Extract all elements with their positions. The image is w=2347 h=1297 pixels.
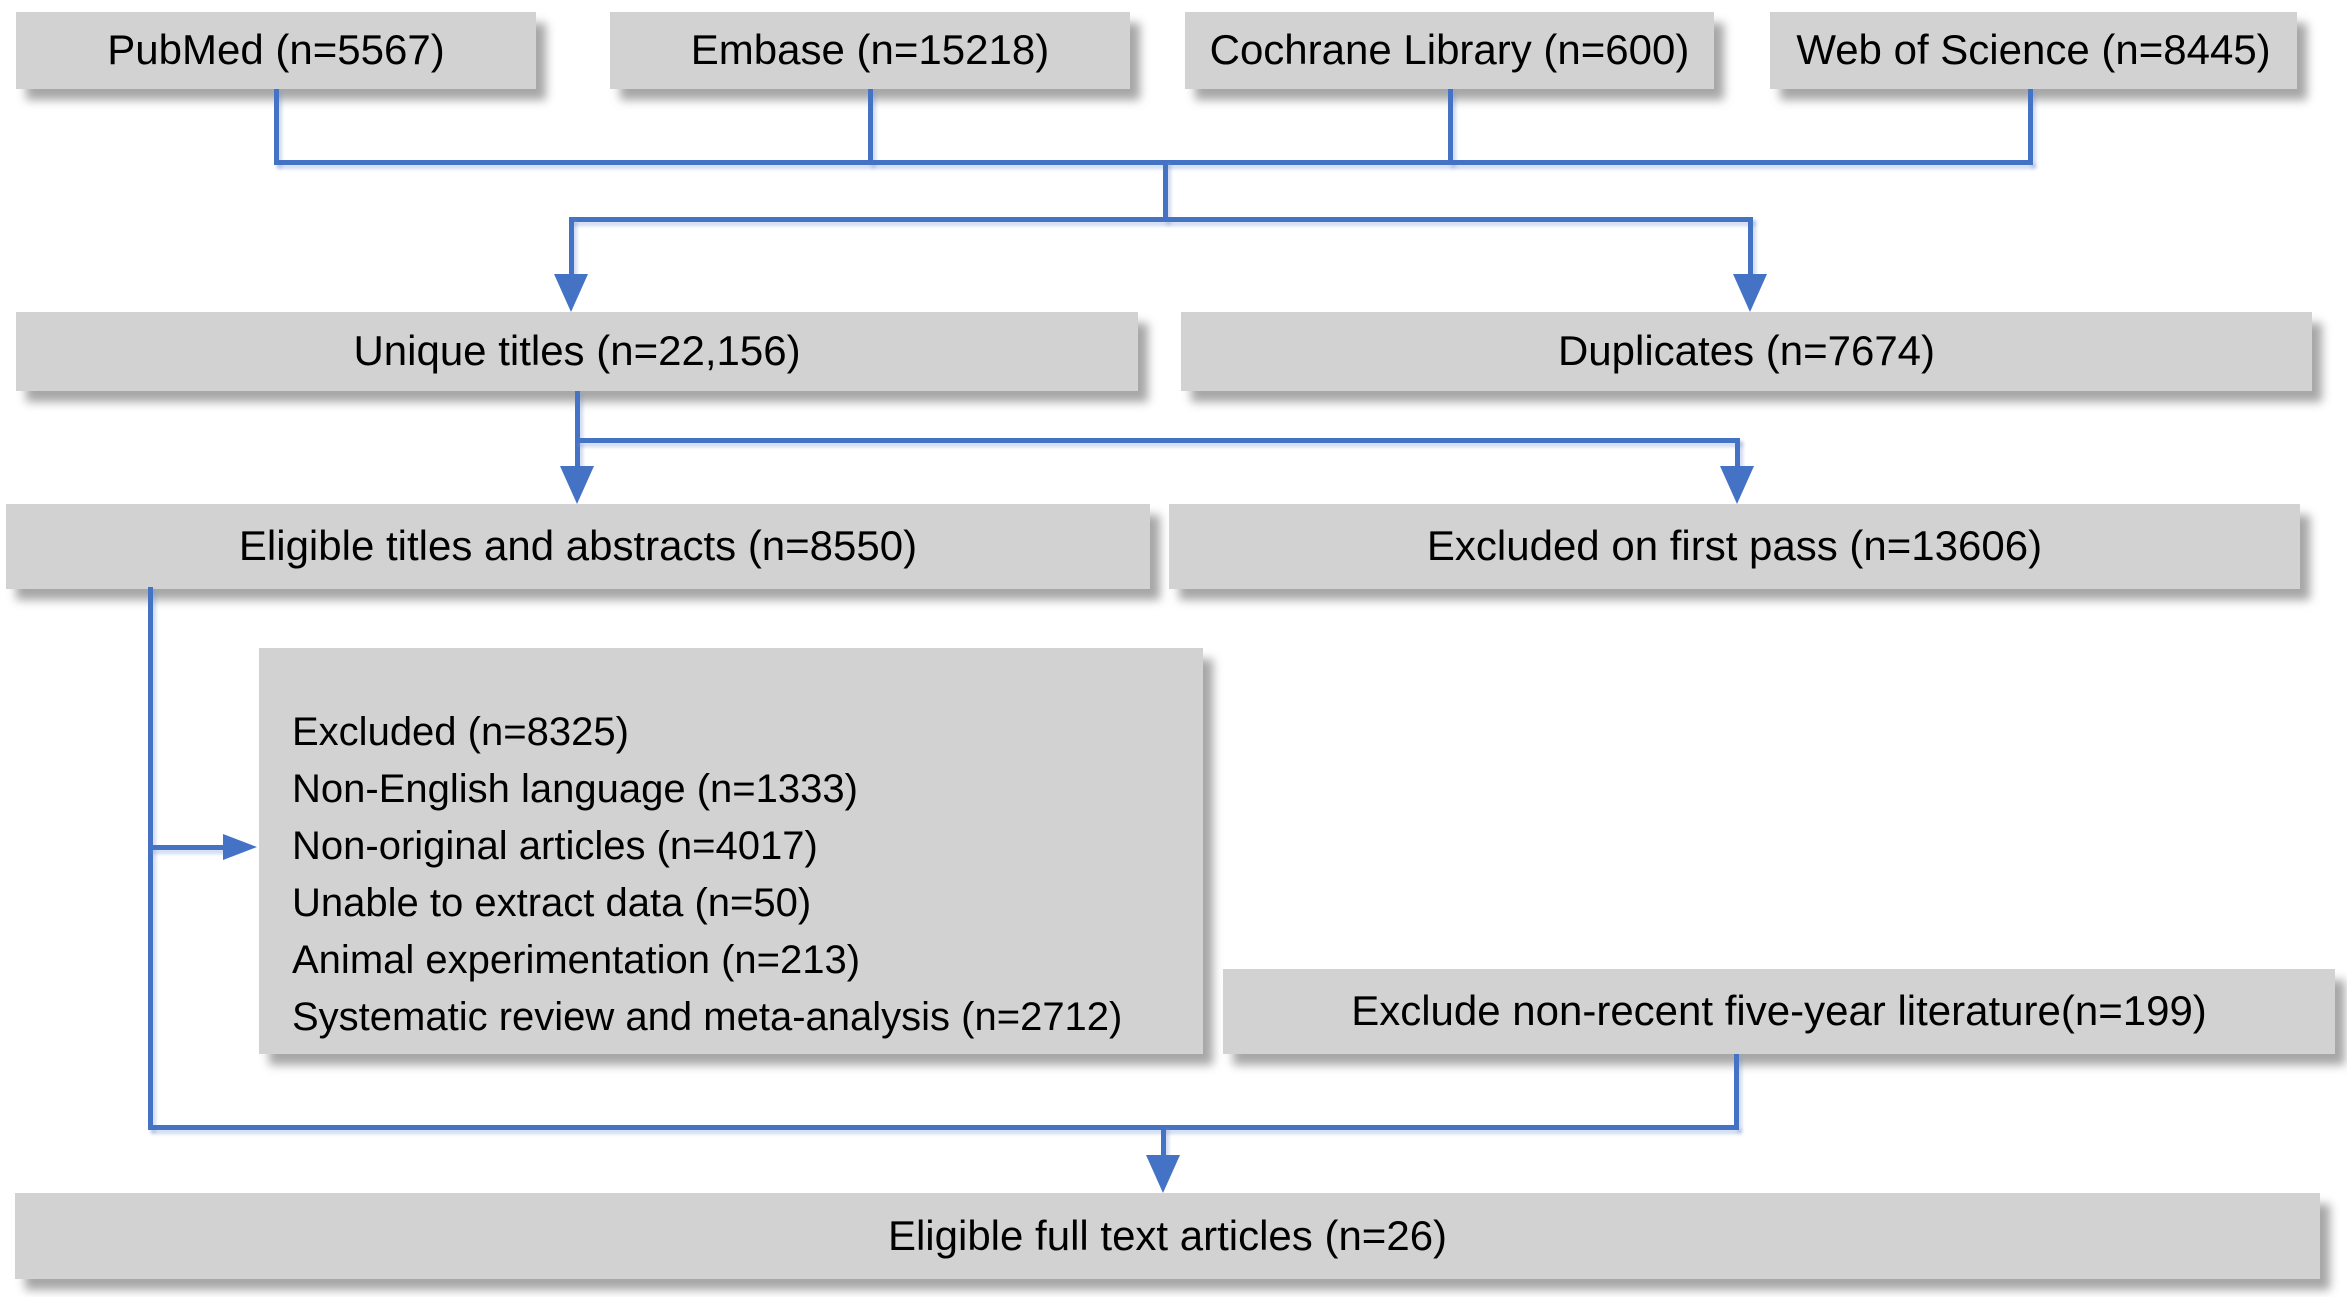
arrowhead-to-excluded-first-pass	[1720, 466, 1754, 504]
exclude-non-recent-label: Exclude non-recent five-year literature(…	[1351, 987, 2207, 1035]
connector-to-exclusion-reasons	[148, 845, 223, 850]
connector-cochrane-stub	[1448, 89, 1453, 165]
arrowhead-to-duplicates	[1733, 274, 1767, 312]
connector-first-pass-branch	[575, 438, 1740, 443]
arrowhead-to-eligible-titles	[560, 466, 594, 504]
web-of-science-label: Web of Science (n=8445)	[1796, 26, 2271, 74]
exclusion-item: Non-English language (n=1333)	[292, 767, 858, 811]
exclusion-item: Non-original articles (n=4017)	[292, 824, 818, 868]
connector-to-excluded-first-pass	[1735, 438, 1740, 466]
arrowhead-to-eligible-full-text	[1146, 1155, 1180, 1193]
connector-eligible-down-left	[148, 587, 153, 1130]
exclusion-item: Unable to extract data (n=50)	[292, 881, 812, 925]
excluded-first-pass-box: Excluded on first pass (n=13606)	[1169, 504, 2300, 589]
connector-embase-stub	[868, 89, 873, 165]
connector-center-drop	[1163, 160, 1168, 222]
connector-sources-bus	[274, 160, 2033, 165]
arrowhead-to-unique-titles	[554, 274, 588, 312]
excluded-first-pass-label: Excluded on first pass (n=13606)	[1426, 522, 2043, 570]
connector-to-unique-titles	[569, 217, 574, 274]
cochrane-library-box: Cochrane Library (n=600)	[1185, 12, 1714, 89]
eligible-full-text-box: Eligible full text articles (n=26)	[15, 1193, 2320, 1279]
exclusion-reasons-box: Excluded (n=8325) Non-English language (…	[259, 648, 1203, 1054]
connector-split-bus	[569, 217, 1753, 222]
unique-titles-box: Unique titles (n=22,156)	[16, 312, 1138, 391]
exclusion-item: Systematic review and meta-analysis (n=2…	[292, 995, 1123, 1039]
pubmed-label: PubMed (n=5567)	[107, 26, 445, 74]
eligible-titles-abstracts-label: Eligible titles and abstracts (n=8550)	[238, 522, 918, 570]
exclusion-item: Excluded (n=8325)	[292, 710, 629, 754]
connector-to-eligible-titles	[575, 391, 580, 466]
duplicates-label: Duplicates (n=7674)	[1557, 327, 1936, 375]
exclusion-item: Animal experimentation (n=213)	[292, 938, 861, 982]
connector-wos-stub	[2028, 89, 2033, 165]
embase-box: Embase (n=15218)	[610, 12, 1130, 89]
unique-titles-label: Unique titles (n=22,156)	[353, 327, 801, 375]
connector-pubmed-stub	[274, 89, 279, 165]
cochrane-library-label: Cochrane Library (n=600)	[1209, 26, 1690, 74]
connector-to-eligible-full-text	[1161, 1125, 1166, 1155]
eligible-full-text-label: Eligible full text articles (n=26)	[887, 1211, 1448, 1259]
arrowhead-to-exclusion-reasons	[223, 834, 257, 860]
exclude-non-recent-box: Exclude non-recent five-year literature(…	[1223, 969, 2335, 1054]
connector-bottom-bus	[148, 1125, 1739, 1130]
connector-exclude-non-recent-down	[1734, 1054, 1739, 1130]
duplicates-box: Duplicates (n=7674)	[1181, 312, 2312, 391]
embase-label: Embase (n=15218)	[690, 26, 1050, 74]
pubmed-box: PubMed (n=5567)	[16, 12, 536, 89]
eligible-titles-abstracts-box: Eligible titles and abstracts (n=8550)	[6, 504, 1150, 589]
web-of-science-box: Web of Science (n=8445)	[1770, 12, 2297, 89]
connector-to-duplicates	[1748, 217, 1753, 274]
